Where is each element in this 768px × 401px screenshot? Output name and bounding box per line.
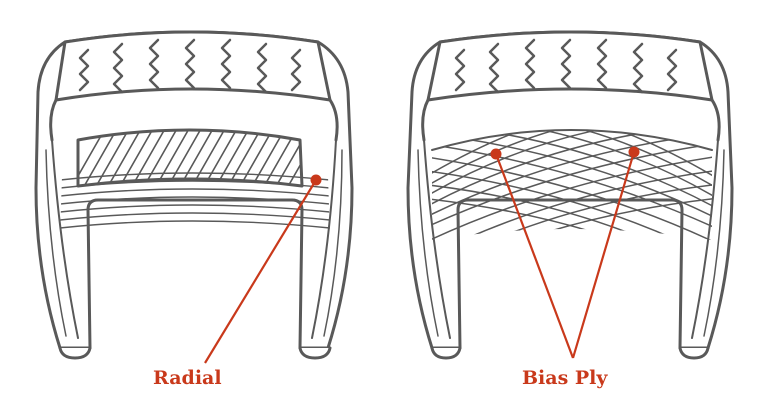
bias-bead-right [678, 346, 710, 360]
bias-ply-pointer [490, 146, 640, 359]
bias-ply-label: Bias Ply [522, 367, 608, 389]
bias-sidewall-left [423, 139, 451, 339]
bias-pointer-dot-left [490, 148, 502, 160]
radial-tire-illustration [34, 30, 354, 360]
radial-cord-lines [60, 172, 330, 229]
bias-ply-outline [431, 129, 713, 151]
bias-bead-left [430, 346, 462, 360]
radial-sidewall-right [311, 139, 337, 339]
radial-belt-hatch [78, 130, 302, 186]
bias-tread-pattern [454, 38, 678, 94]
radial-bead-left [58, 346, 92, 360]
radial-bead-right [298, 346, 332, 360]
bias-pointer-dot-right [628, 146, 640, 158]
radial-sidewall-left [51, 139, 79, 339]
radial-label: Radial [153, 367, 222, 389]
radial-tread-pattern [78, 38, 302, 94]
radial-pointer-dot [310, 174, 322, 186]
bias-sidewall-right [691, 139, 719, 339]
radial-pointer [204, 174, 322, 364]
bias-ply-tire-illustration [406, 30, 734, 360]
